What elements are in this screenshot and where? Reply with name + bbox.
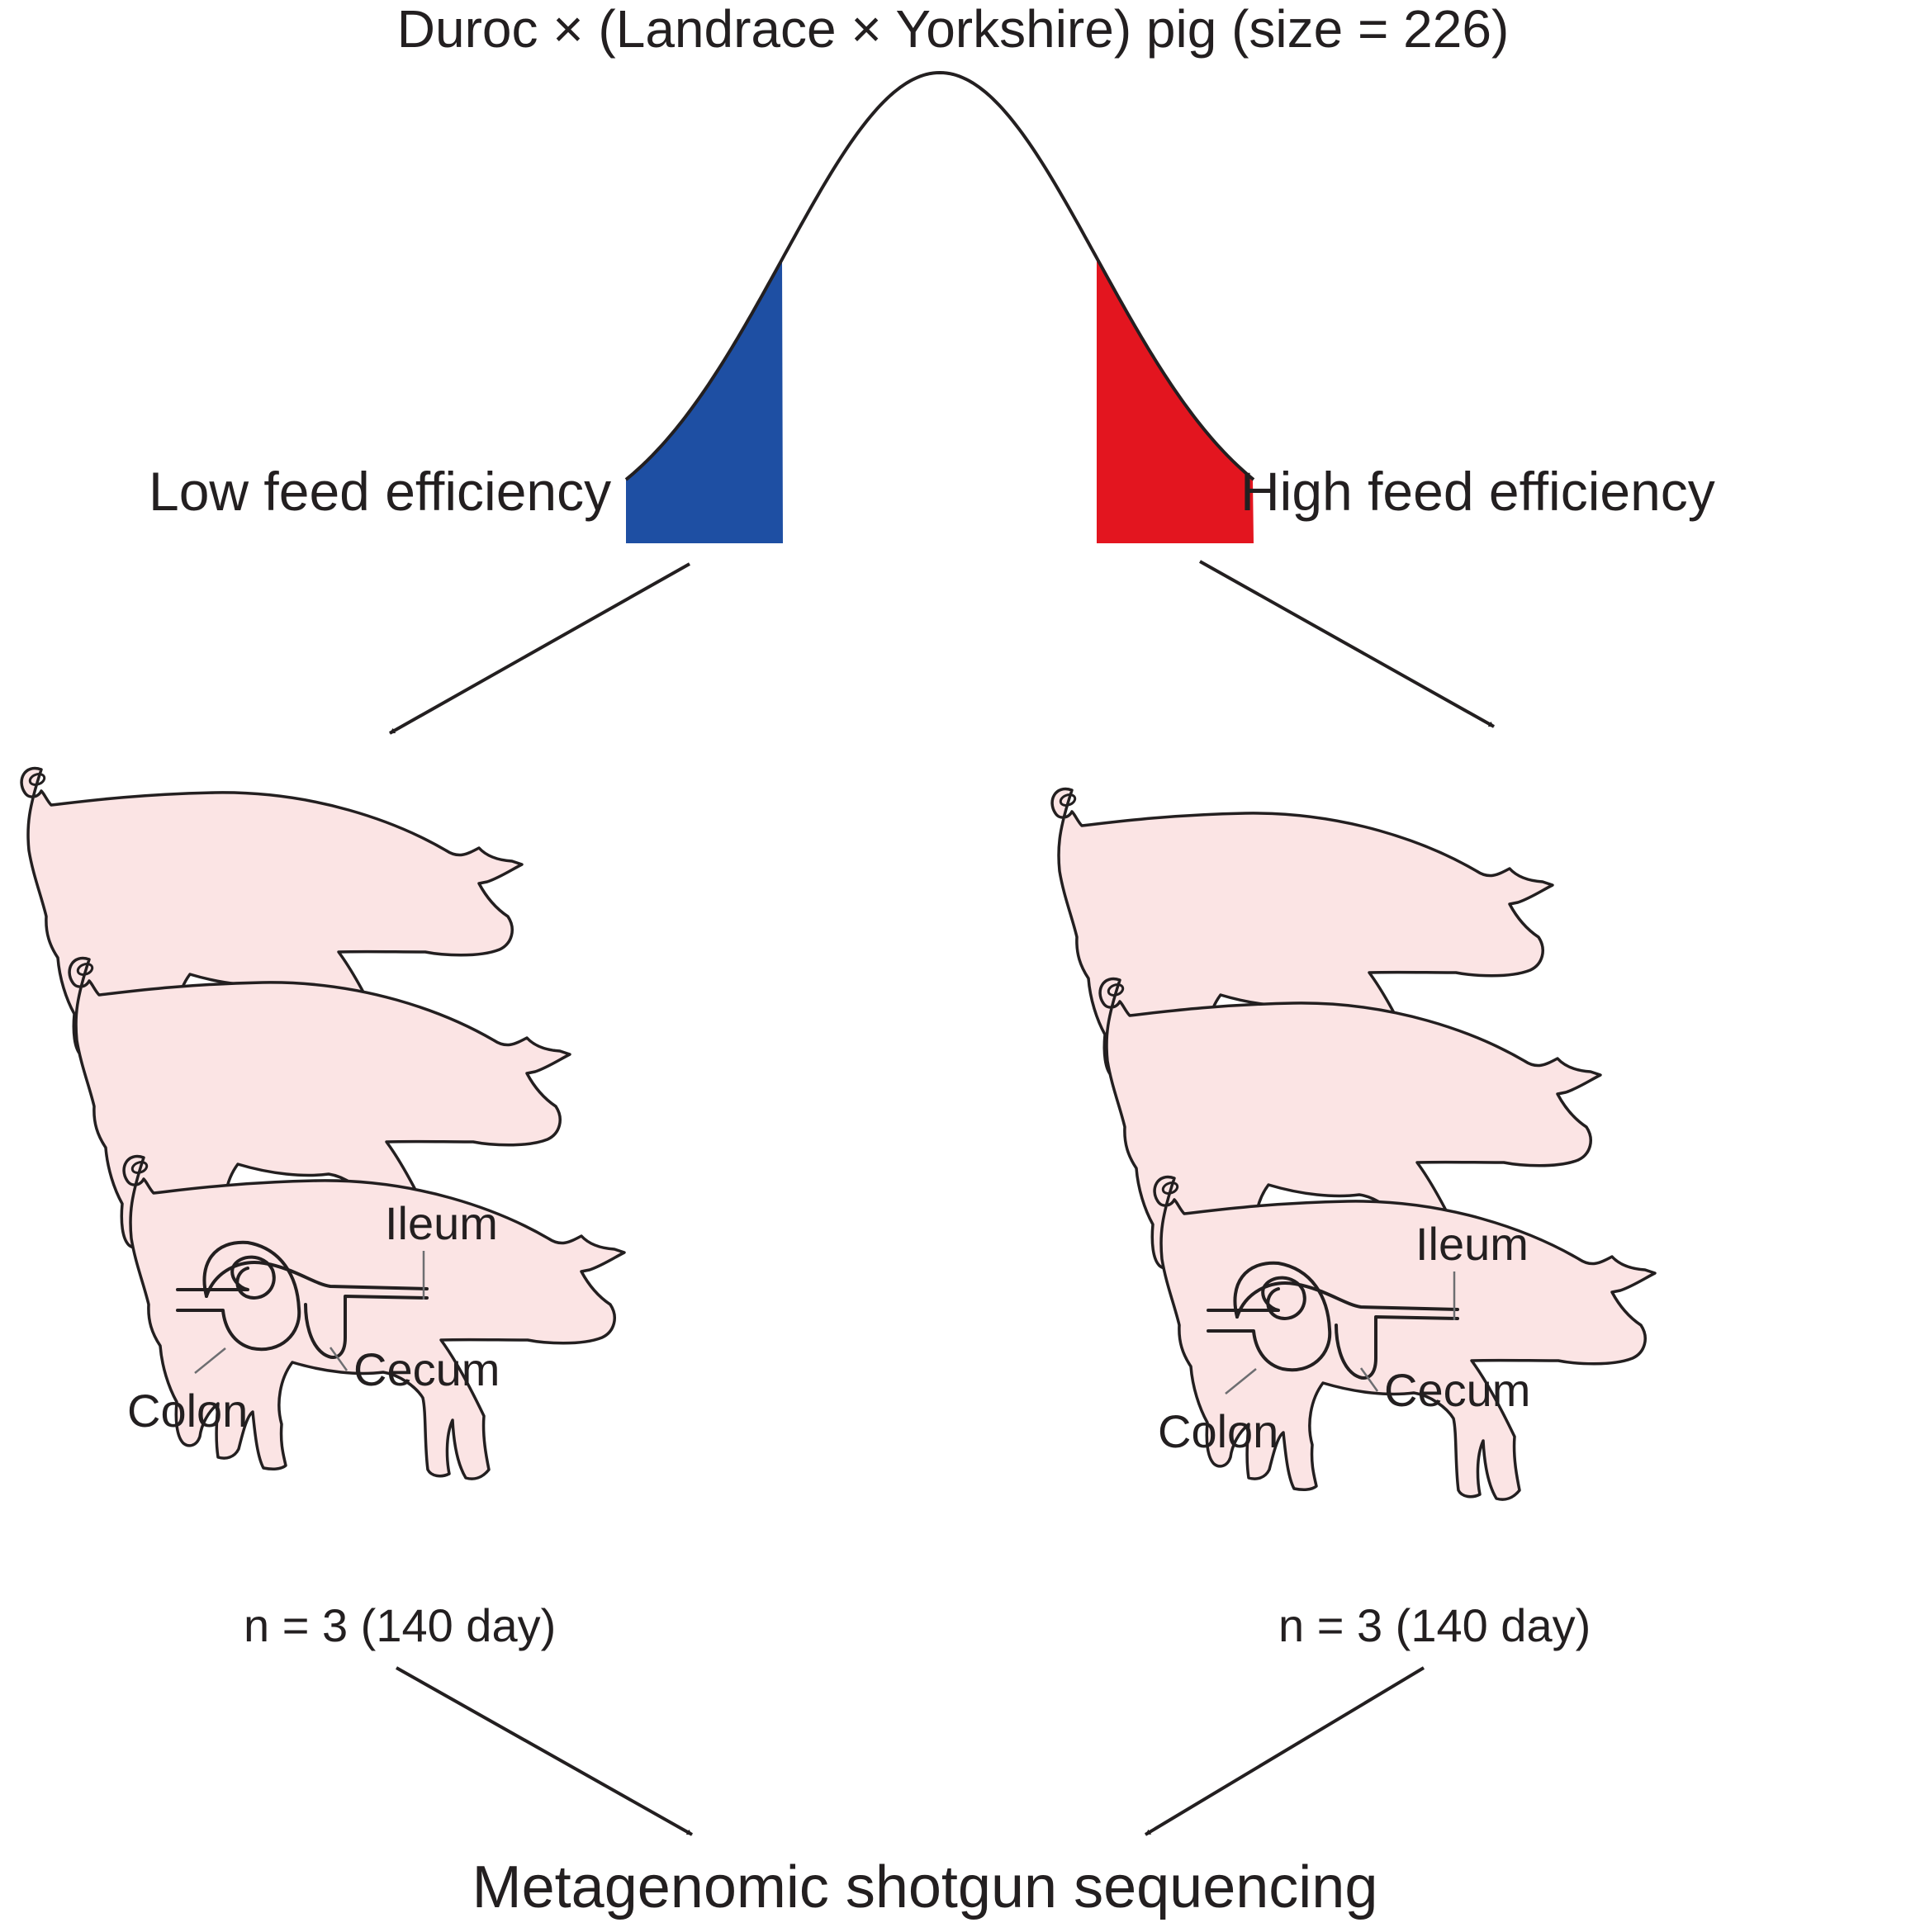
colon-label: Colon bbox=[1158, 1405, 1278, 1457]
intestine-diagram bbox=[176, 1240, 429, 1374]
arrow-to-low-group bbox=[389, 562, 690, 735]
colon-label: Colon bbox=[127, 1385, 248, 1437]
population-title: Duroc × (Landrace × Yorkshire) pig (size… bbox=[397, 0, 1510, 59]
ileum-label: Ileum bbox=[385, 1197, 498, 1249]
cecum-label: Cecum bbox=[1384, 1364, 1530, 1416]
distribution-line bbox=[624, 70, 1255, 481]
high-group-count: n = 3 (140 day) bbox=[1278, 1599, 1591, 1651]
low-efficiency-label: Low feed efficiency bbox=[149, 461, 611, 522]
low-group-count: n = 3 (140 day) bbox=[244, 1599, 556, 1651]
low-efficiency-pig-group: Ileum Cecum Colon n = 3 (140 day) bbox=[20, 766, 626, 1651]
intestine-diagram bbox=[1207, 1261, 1459, 1395]
sequencing-label: Metagenomic shotgun sequencing bbox=[472, 1854, 1378, 1920]
arrow-high-to-sequencing bbox=[1144, 1666, 1425, 1836]
arrow-to-high-group bbox=[1199, 560, 1495, 728]
arrow-low-to-sequencing bbox=[396, 1666, 693, 1836]
high-efficiency-label: High feed efficiency bbox=[1240, 461, 1715, 522]
cecum-label: Cecum bbox=[353, 1343, 500, 1395]
high-efficiency-pig-group: Ileum Cecum Colon n = 3 (140 day) bbox=[1050, 787, 1657, 1651]
normal-distribution-curve bbox=[624, 70, 1255, 543]
ileum-label: Ileum bbox=[1415, 1218, 1529, 1270]
